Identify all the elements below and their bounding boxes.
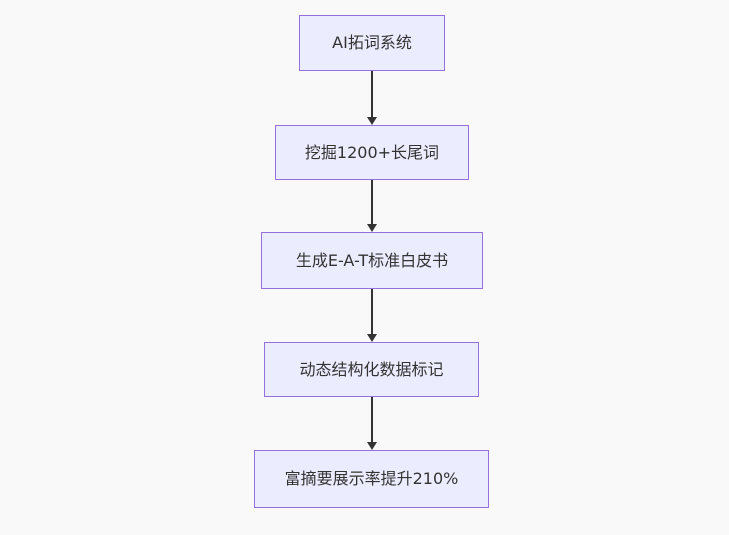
edge-arrow-4 <box>366 397 378 450</box>
edge-line <box>371 289 373 335</box>
node-label: 富摘要展示率提升210% <box>284 469 459 489</box>
node-label: 生成E-A-T标准白皮书 <box>295 250 449 270</box>
edge-line <box>371 71 373 118</box>
arrowhead-down-icon <box>367 117 377 125</box>
arrowhead-down-icon <box>367 334 377 342</box>
edge-arrow-2 <box>366 180 378 232</box>
arrowhead-down-icon <box>367 224 377 232</box>
edge-line <box>371 397 373 443</box>
edge-arrow-3 <box>366 289 378 342</box>
flowchart-node-ai-system: AI拓词系统 <box>299 15 445 71</box>
flowchart-node-eat-whitepaper: 生成E-A-T标准白皮书 <box>261 232 483 289</box>
flowchart-node-structured-data: 动态结构化数据标记 <box>264 342 479 397</box>
flowchart-node-longtail-keywords: 挖掘1200+长尾词 <box>275 125 469 180</box>
node-label: 动态结构化数据标记 <box>299 359 444 379</box>
edge-arrow-1 <box>366 71 378 125</box>
node-label: AI拓词系统 <box>332 33 412 53</box>
flowchart-node-rich-snippet-result: 富摘要展示率提升210% <box>254 450 489 508</box>
edge-line <box>371 180 373 225</box>
node-label: 挖掘1200+长尾词 <box>304 142 440 162</box>
arrowhead-down-icon <box>367 442 377 450</box>
